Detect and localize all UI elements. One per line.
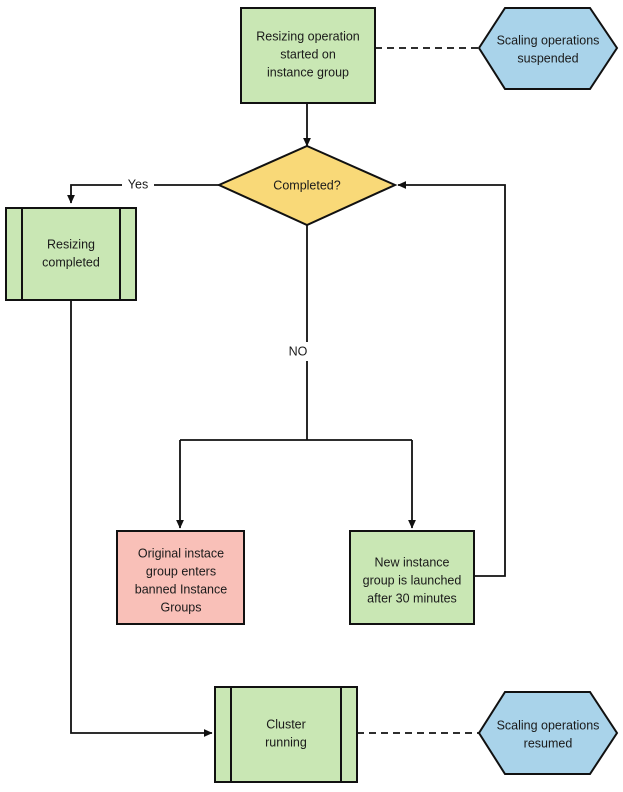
node-scaling-resumed[interactable]: Scaling operations resumed xyxy=(477,691,619,775)
yes-label-text: Yes xyxy=(128,177,148,191)
original-group-banned-line-2: group enters xyxy=(146,564,216,578)
original-group-banned-line-3: banned Instance xyxy=(135,582,227,596)
new-group-launched-line-1: New instance xyxy=(374,555,449,569)
resizing-started-line-2: started on xyxy=(280,47,336,61)
cluster-running-line-2: running xyxy=(265,735,307,749)
scaling-suspended-line-1: Scaling operations xyxy=(497,33,600,47)
original-group-banned-box xyxy=(116,530,245,625)
node-cluster-running[interactable]: Cluster running xyxy=(214,686,358,783)
scaling-resumed-hexagon xyxy=(477,691,619,775)
cluster-running-box xyxy=(214,686,358,783)
scaling-suspended-line-2: suspended xyxy=(517,51,578,65)
edge-new-group-retry xyxy=(397,181,506,577)
edge-resizing-completed-to-cluster xyxy=(70,300,213,737)
cluster-running-line-1: Cluster xyxy=(266,717,306,731)
edge-label-no: NO xyxy=(284,342,312,361)
node-original-group-banned[interactable]: Original instace group enters banned Ins… xyxy=(116,530,245,625)
completed-decision-label: Completed? xyxy=(273,178,340,192)
resizing-started-line-3: instance group xyxy=(267,65,349,79)
node-scaling-suspended[interactable]: Scaling operations suspended xyxy=(477,7,619,90)
new-group-launched-box xyxy=(349,530,475,625)
edge-decision-yes xyxy=(67,184,221,204)
new-group-launched-line-2: group is launched xyxy=(363,573,462,587)
new-group-launched-line-3: after 30 minutes xyxy=(367,591,457,605)
scaling-resumed-line-1: Scaling operations xyxy=(497,718,600,732)
original-group-banned-line-4: Groups xyxy=(161,600,202,614)
resizing-completed-line-1: Resizing xyxy=(47,237,95,251)
node-completed-decision[interactable]: Completed? xyxy=(216,144,398,227)
completed-decision-diamond xyxy=(216,144,398,227)
scaling-resumed-line-2: resumed xyxy=(524,736,573,750)
resizing-completed-line-2: completed xyxy=(42,255,100,269)
no-label-text: NO xyxy=(289,344,308,358)
node-resizing-completed[interactable]: Resizing completed xyxy=(5,207,137,301)
node-resizing-started[interactable]: Resizing operation started on instance g… xyxy=(240,7,376,104)
original-group-banned-line-1: Original instace xyxy=(138,546,224,560)
resizing-started-box xyxy=(240,7,376,104)
resizing-completed-box xyxy=(5,207,137,301)
node-new-group-launched[interactable]: New instance group is launched after 30 … xyxy=(349,530,475,625)
resizing-started-line-1: Resizing operation xyxy=(256,29,360,43)
edge-label-yes: Yes xyxy=(122,175,154,194)
scaling-suspended-hexagon xyxy=(477,7,619,90)
